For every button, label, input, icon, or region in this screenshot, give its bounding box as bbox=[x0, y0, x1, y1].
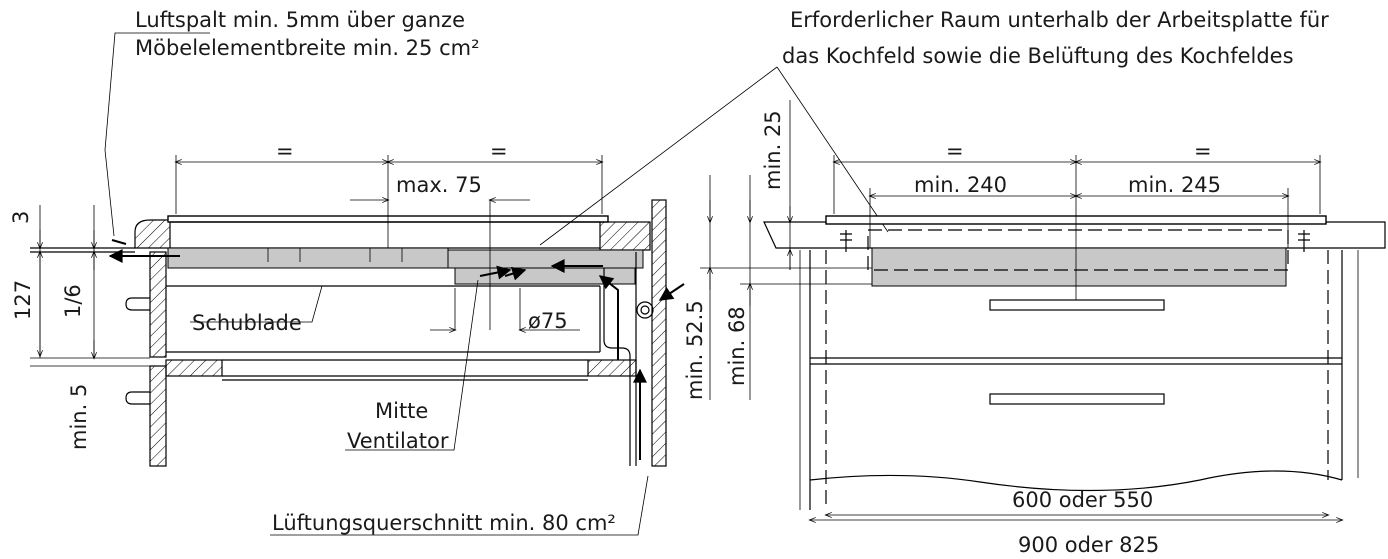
drawer-label: Schublade bbox=[192, 311, 302, 335]
dim-equal-right-a: = bbox=[946, 139, 964, 163]
front-view bbox=[700, 100, 1386, 523]
space-label-line1: Erforderlicher Raum unterhalb der Arbeit… bbox=[790, 8, 1329, 32]
dim-min-245: min. 245 bbox=[1128, 173, 1221, 197]
dim-max-75: max. 75 bbox=[396, 173, 482, 197]
fan-center-label-line2: Ventilator bbox=[347, 429, 449, 453]
dim-equal-right-b: = bbox=[1194, 139, 1212, 163]
dim-equal-left-a: = bbox=[276, 139, 294, 163]
dim-dia-75: ø75 bbox=[528, 309, 568, 333]
dim-min-5: min. 5 bbox=[67, 384, 91, 450]
dim-min-240: min. 240 bbox=[914, 173, 1007, 197]
space-label-line2: das Kochfeld sowie die Belüftung des Koc… bbox=[782, 44, 1294, 68]
dim-one-sixth: 1/6 bbox=[61, 284, 85, 318]
fan-center-label-line1: Mitte bbox=[375, 399, 428, 423]
dim-min-25: min. 25 bbox=[761, 110, 785, 190]
ventilation-label: Lüftungsquerschnitt min. 80 cm² bbox=[272, 511, 616, 535]
dim-width-600: 600 oder 550 bbox=[1012, 488, 1153, 512]
side-view bbox=[30, 32, 889, 536]
dim-127: 127 bbox=[11, 280, 35, 320]
air-gap-label-line1: Luftspalt min. 5mm über ganze bbox=[135, 8, 465, 32]
dim-min-52-5: min. 52.5 bbox=[683, 300, 707, 400]
air-gap-label-line2: Möbelelementbreite min. 25 cm² bbox=[135, 36, 480, 60]
dim-width-900: 900 oder 825 bbox=[1018, 533, 1159, 557]
dim-3: 3 bbox=[9, 211, 33, 224]
dim-min-68: min. 68 bbox=[725, 306, 749, 386]
dim-equal-left-b: = bbox=[490, 139, 508, 163]
